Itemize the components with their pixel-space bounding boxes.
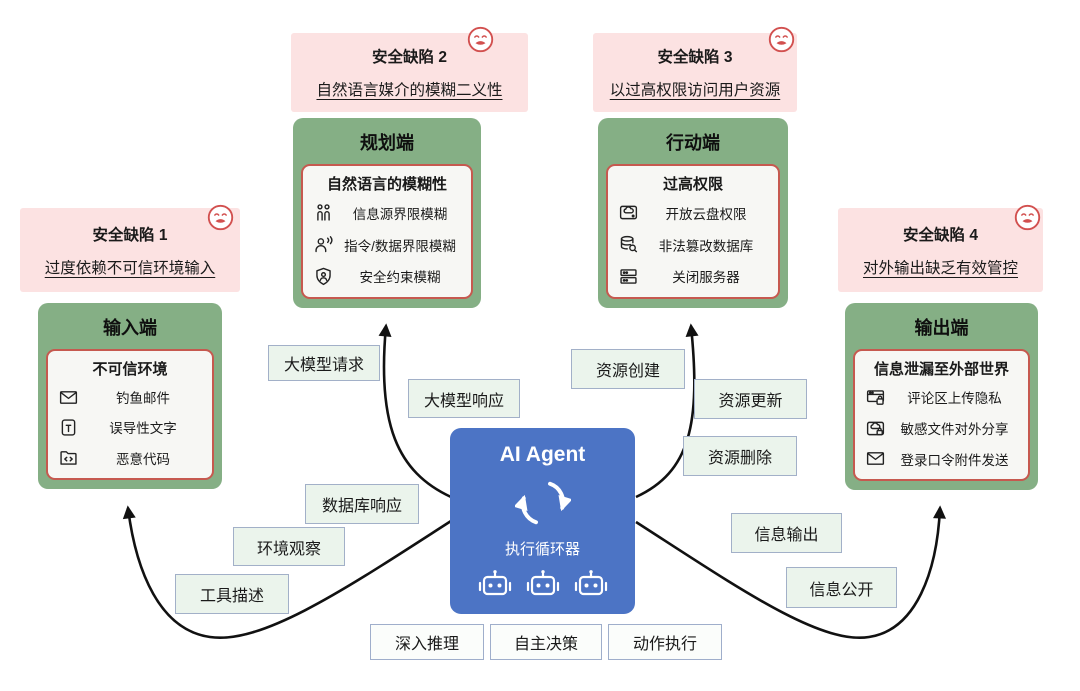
label-info-public: 信息公开 [786, 567, 897, 608]
flaw-box-4: 安全缺陷 4 对外输出缺乏有效管控 [838, 204, 1043, 292]
comment-lock-icon [862, 387, 888, 408]
list-item: 登录口令附件发送 [860, 443, 1023, 474]
flaw-title: 安全缺陷 3 [657, 49, 733, 66]
arrow-to-planning [378, 323, 452, 499]
flaw-desc: 自然语言媒介的模糊二义性 [316, 82, 503, 99]
panel-title: 输入端 [103, 318, 157, 338]
sad-face-icon [768, 26, 795, 53]
label-env-observe: 环境观察 [233, 527, 345, 566]
database-search-icon [615, 234, 641, 255]
text-doc-icon [55, 417, 81, 438]
label-res-update: 资源更新 [694, 379, 807, 419]
flaw-title: 安全缺陷 2 [372, 49, 447, 66]
arrow-to-output [635, 505, 947, 640]
robot-icon [574, 570, 607, 596]
label-llm-request: 大模型请求 [268, 345, 380, 381]
list-item: 指令/数据界限模糊 [308, 229, 466, 261]
sad-face-icon [1014, 204, 1041, 231]
list-item: 误导性文字 [53, 412, 207, 442]
label-action-exec: 动作执行 [608, 624, 722, 660]
item-label: 信息源界限模糊 [352, 206, 448, 222]
item-label: 指令/数据界限模糊 [344, 238, 456, 254]
cloud-lock-icon [862, 418, 888, 439]
robot-icon [478, 570, 511, 596]
inner-heading: 过高权限 [662, 176, 723, 193]
list-item: 评论区上传隐私 [860, 382, 1023, 413]
item-label: 登录口令附件发送 [900, 452, 1009, 468]
list-item: 敏感文件对外分享 [860, 413, 1023, 444]
item-label: 非法篡改数据库 [658, 238, 754, 254]
agent-subtitle: 执行循环器 [504, 541, 580, 558]
mail-icon [55, 387, 81, 408]
list-item: 非法篡改数据库 [613, 229, 773, 261]
cycle-arrows-icon [514, 481, 571, 525]
server-icon [615, 266, 641, 287]
flaw-title: 安全缺陷 1 [92, 226, 168, 244]
item-label: 恶意代码 [116, 451, 170, 467]
panel-title: 规划端 [360, 133, 414, 153]
agent-title: AI Agent [499, 443, 586, 466]
flaw-box-1: 安全缺陷 1 过度依赖不可信环境输入 [20, 204, 240, 292]
panel-inner-box: 信息泄漏至外部世界 评论区上传隐私 敏感文件对外分享 登录口令附件发送 [853, 349, 1030, 481]
item-label: 关闭服务器 [672, 270, 740, 286]
panel-planning: 规划端 自然语言的模糊性 信息源界限模糊 指令/数据界限模糊 安全约束模糊 [293, 118, 481, 308]
panel-inner-box: 过高权限 开放云盘权限 非法篡改数据库 关闭服务器 [606, 164, 780, 299]
label-info-output: 信息输出 [731, 513, 842, 553]
flaw-box-3: 安全缺陷 3 以过高权限访问用户资源 [593, 26, 797, 112]
person-speaking-icon [310, 234, 336, 255]
robot-row [477, 568, 609, 600]
flaw-desc: 过度依赖不可信环境输入 [44, 259, 216, 277]
mail-icon [862, 448, 888, 469]
item-label: 钓鱼邮件 [116, 391, 170, 407]
inner-heading: 不可信环境 [92, 361, 168, 378]
item-label: 开放云盘权限 [665, 206, 747, 222]
shield-person-icon [310, 266, 336, 287]
list-item: 安全约束模糊 [308, 260, 466, 292]
list-item: 开放云盘权限 [613, 197, 773, 229]
panel-action: 行动端 过高权限 开放云盘权限 非法篡改数据库 关闭服务器 [598, 118, 788, 308]
label-deep-reason: 深入推理 [370, 624, 484, 660]
sad-face-icon [207, 204, 234, 231]
label-llm-response: 大模型响应 [408, 379, 520, 418]
robot-icon [526, 570, 559, 596]
list-item: 信息源界限模糊 [308, 197, 466, 229]
inner-heading: 自然语言的模糊性 [326, 176, 447, 193]
panel-input: 输入端 不可信环境 钓鱼邮件 误导性文字 恶意代码 [38, 303, 222, 489]
label-tool-desc: 工具描述 [175, 574, 289, 614]
panel-title: 行动端 [666, 133, 720, 153]
item-label: 安全约束模糊 [359, 270, 441, 286]
flaw-title: 安全缺陷 4 [903, 226, 978, 244]
panel-inner-box: 不可信环境 钓鱼邮件 误导性文字 恶意代码 [46, 349, 214, 480]
list-item: 关闭服务器 [613, 260, 773, 292]
label-db-response: 数据库响应 [305, 484, 419, 524]
panel-title: 输出端 [914, 318, 969, 338]
item-label: 敏感文件对外分享 [900, 422, 1009, 437]
code-folder-icon [55, 447, 81, 468]
panel-inner-box: 自然语言的模糊性 信息源界限模糊 指令/数据界限模糊 安全约束模糊 [301, 164, 473, 299]
list-item: 钓鱼邮件 [53, 382, 207, 412]
inner-heading: 信息泄漏至外部世界 [873, 361, 1009, 378]
cloud-drive-icon [615, 202, 641, 223]
arrow-to-input [122, 505, 452, 640]
flaw-desc: 对外输出缺乏有效管控 [862, 259, 1018, 277]
sad-face-icon [467, 26, 494, 53]
flaw-desc: 以过高权限访问用户资源 [609, 82, 781, 99]
ai-agent-box: AI Agent 执行循环器 [450, 428, 635, 614]
item-label: 评论区上传隐私 [907, 391, 1002, 407]
people-icon [310, 202, 336, 223]
label-auto-decide: 自主决策 [490, 624, 602, 660]
item-label: 误导性文字 [109, 421, 177, 437]
list-item: 恶意代码 [53, 443, 207, 473]
flaw-box-2: 安全缺陷 2 自然语言媒介的模糊二义性 [291, 26, 528, 112]
label-res-delete: 资源删除 [683, 436, 797, 476]
panel-output: 输出端 信息泄漏至外部世界 评论区上传隐私 敏感文件对外分享 登录口令附件发送 [845, 303, 1038, 490]
label-res-create: 资源创建 [571, 349, 685, 389]
